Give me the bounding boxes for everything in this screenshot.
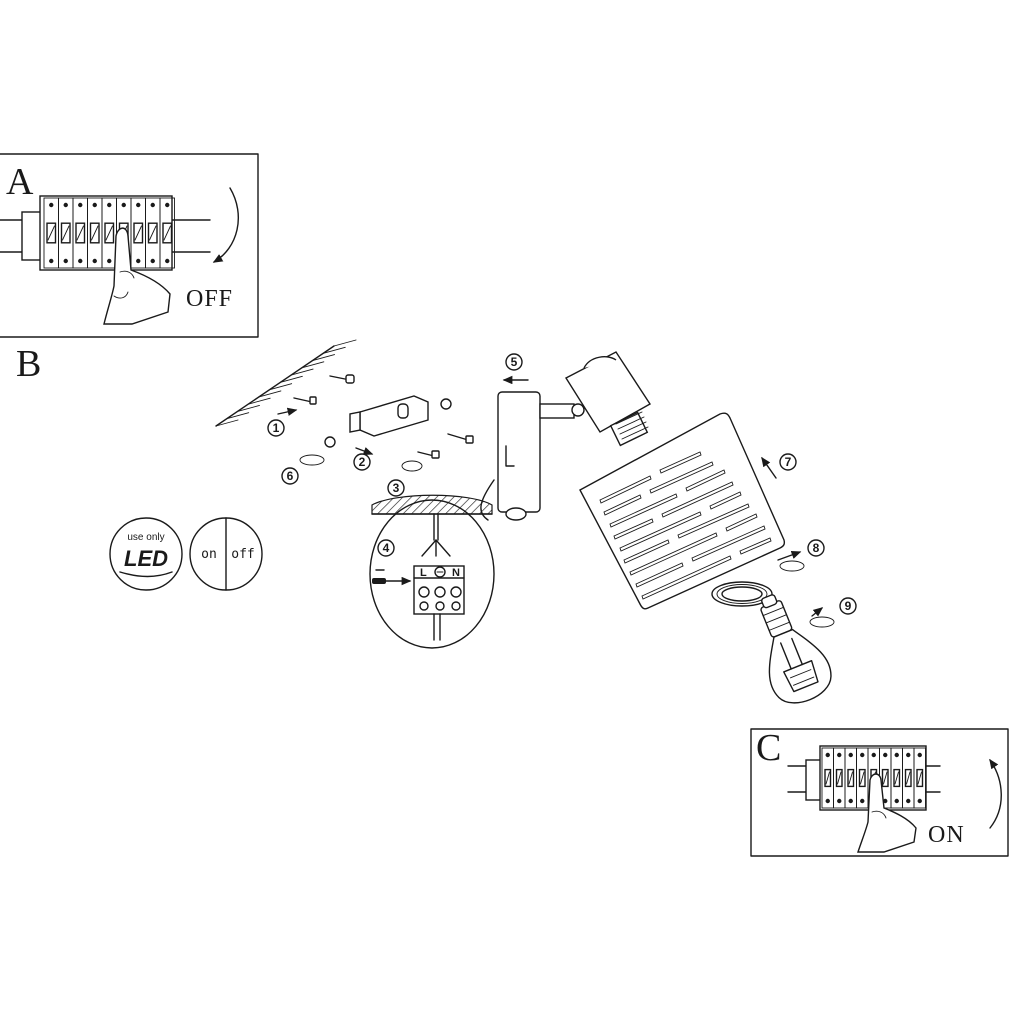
step-number-label: 6 <box>287 469 294 483</box>
terminal-n-label: N <box>452 567 460 579</box>
lamp-socket <box>565 351 651 447</box>
rotate-arrow-icon <box>299 447 835 628</box>
step-number-label: 5 <box>511 355 518 369</box>
step-number-7: 7 <box>779 453 797 471</box>
light-bulb-icon <box>760 594 832 704</box>
panel-c: C ON <box>750 727 1009 857</box>
step-number-label: 2 <box>359 455 366 469</box>
led-badge-big-text: LED <box>124 546 168 571</box>
step-number-4: 4 <box>377 539 395 557</box>
step-number-1: 1 <box>267 419 285 437</box>
wall-icon <box>215 339 357 427</box>
switch-on-label: on <box>201 547 217 562</box>
panel-a: A OFF <box>0 153 259 338</box>
lamp-backplate <box>497 375 585 521</box>
lamp-shade <box>579 412 786 610</box>
off-arrow-icon <box>212 187 239 263</box>
step-numbers: 1 2 3 4 5 6 7 8 9 <box>267 353 857 615</box>
step-number-label: 3 <box>393 481 400 495</box>
terminal-l-label: L <box>420 567 427 579</box>
on-arrow-icon <box>989 758 1002 829</box>
step-number-label: 7 <box>785 455 792 469</box>
off-label: OFF <box>186 286 233 312</box>
step-number-9: 9 <box>839 597 857 615</box>
step-number-label: 4 <box>383 541 390 555</box>
switch-badge: on off <box>189 517 263 591</box>
panel-c-letter: C <box>756 727 781 769</box>
screwdriver-icon <box>372 569 412 586</box>
step-number-5: 5 <box>505 353 523 371</box>
ground-symbol-icon <box>434 566 446 578</box>
wiring-detail: L N <box>369 479 495 649</box>
panel-b-letter: B <box>16 343 41 385</box>
screw-icon <box>277 374 474 459</box>
step-number-8: 8 <box>807 539 825 557</box>
led-badge-small-text: use only <box>127 532 164 543</box>
switch-off-label: off <box>231 547 254 562</box>
breaker-panel-icon <box>787 745 941 811</box>
step-number-label: 1 <box>273 421 280 435</box>
step-arrows <box>761 456 824 617</box>
hand-icon <box>103 227 171 325</box>
wall-bracket-icon <box>349 395 429 437</box>
panel-b: B <box>16 339 857 704</box>
breaker-panel-icon <box>0 195 211 271</box>
step-number-label: 9 <box>845 599 852 613</box>
ring-nut-icon <box>711 581 773 607</box>
step-number-label: 8 <box>813 541 820 555</box>
step-number-6: 6 <box>281 467 299 485</box>
led-badge: use only LED <box>109 517 183 591</box>
on-label: ON <box>928 822 965 848</box>
step-number-2: 2 <box>353 453 371 471</box>
hand-icon <box>857 773 917 853</box>
panel-a-letter: A <box>6 161 34 203</box>
step-number-3: 3 <box>387 479 405 497</box>
